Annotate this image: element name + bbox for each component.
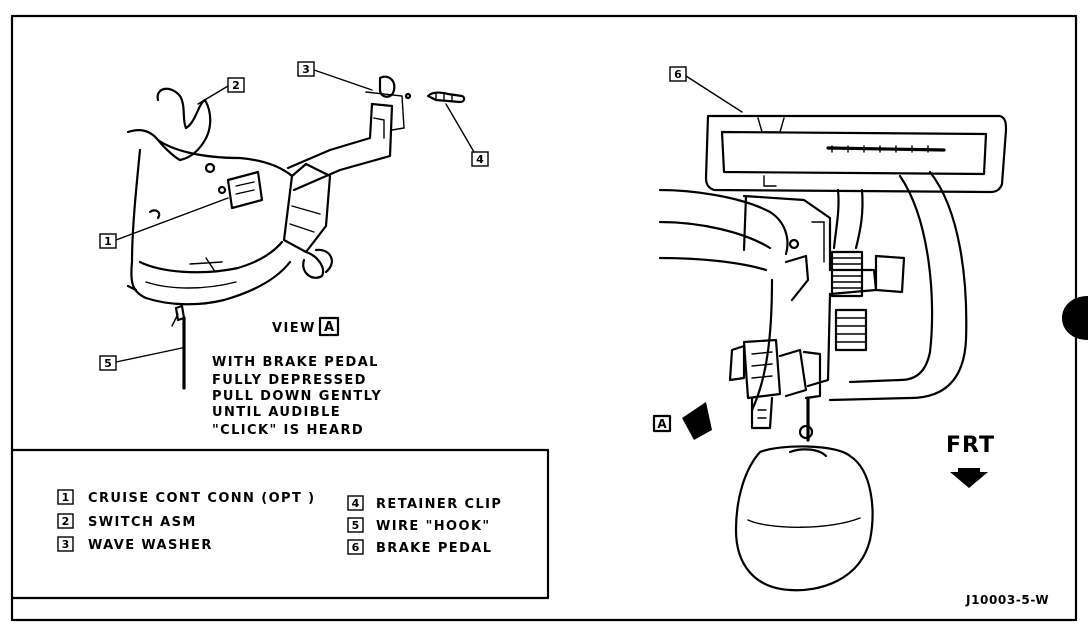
legend-item-3: 3 WAVE WASHER xyxy=(57,536,213,553)
svg-text:6: 6 xyxy=(674,68,682,81)
svg-text:FULLY DEPRESSED: FULLY DEPRESSED xyxy=(212,373,367,388)
svg-text:1: 1 xyxy=(104,235,112,248)
svg-text:BRAKE PEDAL: BRAKE PEDAL xyxy=(376,541,492,556)
legend-item-2: 2 SWITCH ASM xyxy=(57,513,197,530)
svg-text:FRT: FRT xyxy=(946,433,995,458)
svg-text:WIRE "HOOK": WIRE "HOOK" xyxy=(376,519,491,534)
callout-1: 1 xyxy=(99,197,229,249)
callout-6: 6 xyxy=(669,66,743,113)
svg-text:RETAINER CLIP: RETAINER CLIP xyxy=(376,497,502,512)
svg-text:2: 2 xyxy=(232,79,240,92)
legend-item-6: 6 BRAKE PEDAL xyxy=(347,539,492,556)
svg-text:5: 5 xyxy=(104,357,112,370)
svg-text:3: 3 xyxy=(62,538,70,551)
svg-text:"CLICK" IS HEARD: "CLICK" IS HEARD xyxy=(212,423,364,438)
edge-mark xyxy=(1062,296,1088,340)
legend-item-1: 1 CRUISE CONT CONN (OPT ) xyxy=(57,489,316,506)
svg-text:SWITCH ASM: SWITCH ASM xyxy=(88,515,197,530)
svg-text:VIEW: VIEW xyxy=(272,321,316,336)
svg-text:3: 3 xyxy=(302,63,310,76)
front-direction-indicator: FRT xyxy=(946,433,995,488)
legend-item-5: 5 WIRE "HOOK" xyxy=(347,517,491,534)
callout-5: 5 xyxy=(99,347,183,371)
callout-2: 2 xyxy=(197,77,245,105)
view-a-marker: A xyxy=(652,402,712,440)
svg-text:4: 4 xyxy=(476,153,484,166)
down-arrow-icon xyxy=(950,468,988,488)
installation-note: WITH BRAKE PEDAL FULLY DEPRESSED PULL DO… xyxy=(212,355,382,438)
svg-text:5: 5 xyxy=(352,519,360,532)
legend: 1 CRUISE CONT CONN (OPT ) 2 SWITCH ASM 3… xyxy=(57,489,502,556)
callout-4: 4 xyxy=(445,103,489,167)
svg-text:A: A xyxy=(324,320,334,335)
svg-text:2: 2 xyxy=(62,515,70,528)
figure-code: J10003-5-W xyxy=(965,593,1049,607)
svg-text:6: 6 xyxy=(352,541,360,554)
svg-text:A: A xyxy=(657,417,667,431)
view-a-label: VIEW A xyxy=(272,316,340,337)
svg-text:CRUISE CONT CONN (OPT ): CRUISE CONT CONN (OPT ) xyxy=(88,491,316,506)
legend-item-4: 4 RETAINER CLIP xyxy=(347,495,502,512)
svg-text:WAVE WASHER: WAVE WASHER xyxy=(88,538,213,553)
svg-text:UNTIL AUDIBLE: UNTIL AUDIBLE xyxy=(212,405,341,420)
svg-text:4: 4 xyxy=(352,497,360,510)
figure-border xyxy=(10,14,1078,622)
svg-text:WITH BRAKE PEDAL: WITH BRAKE PEDAL xyxy=(212,355,379,370)
svg-text:PULL DOWN GENTLY: PULL DOWN GENTLY xyxy=(212,389,382,404)
callout-3: 3 xyxy=(297,61,373,91)
legend-frame xyxy=(10,448,550,600)
brake-pedal-drawing xyxy=(658,114,1008,592)
switch-assembly-drawing xyxy=(126,75,466,390)
svg-text:1: 1 xyxy=(62,491,70,504)
